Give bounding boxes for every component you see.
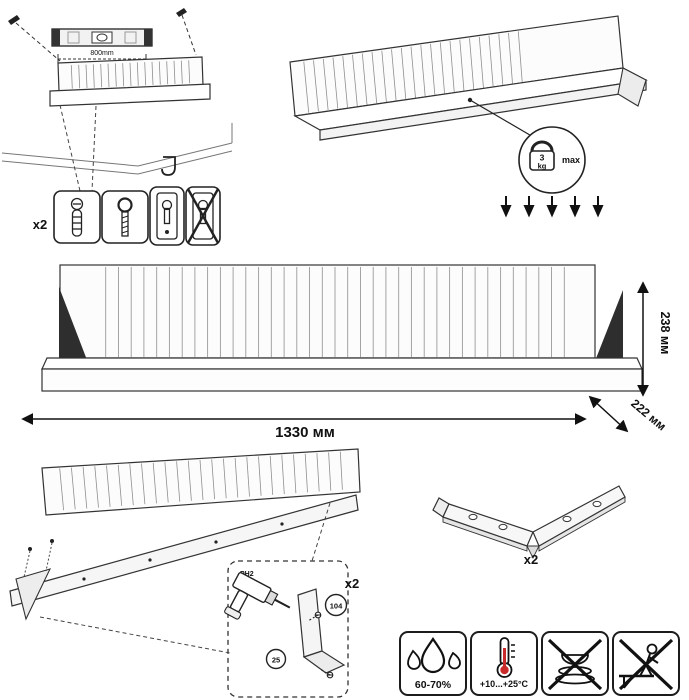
left-bracket <box>59 287 87 360</box>
screw-callout-label: 104 <box>330 602 343 611</box>
care-humidity-box: 60-70% <box>399 631 467 696</box>
right-bracket <box>617 67 647 107</box>
corner-bracket-detail: 104 25 <box>265 588 348 679</box>
load-limit-diagram: 3 kg max <box>289 15 648 218</box>
height-dimension-label: 238 мм <box>658 312 672 355</box>
spirit-level-icon <box>51 28 153 47</box>
panel-slats <box>105 267 565 357</box>
wall-mounting-diagram: 800mm x2 <box>1 8 233 246</box>
depth-dimension-label: 222 мм <box>628 396 669 433</box>
humidity-range-label: 60-70% <box>414 679 452 691</box>
care-temperature-box: +10...+25°C <box>470 631 538 696</box>
shelf-back-panel <box>49 56 211 107</box>
bit-label: PH2 <box>240 571 254 578</box>
care-pictograms: 60-70% +10...+25°C <box>399 631 680 696</box>
shelf-front-view <box>41 264 643 392</box>
left-bracket <box>15 568 52 621</box>
corner-bracket-drawing <box>432 485 626 560</box>
bracket-assembly-diagram: x2 PH2 104 25 <box>9 448 361 698</box>
wall-plug-icon <box>70 197 84 237</box>
hanging-hook-icon <box>161 156 176 176</box>
board-screws <box>82 522 284 581</box>
hardware-qty-label: x2 <box>33 217 47 232</box>
care-no-climbing-box <box>612 631 680 696</box>
assembly-qty-label: x2 <box>345 576 359 591</box>
screw-hook-icon <box>117 197 133 237</box>
shelf-board <box>9 494 359 607</box>
product-dimensions-diagram: 1330 мм 238 мм 222 мм <box>21 264 672 441</box>
temperature-range-label: +10...+25°C <box>479 679 529 689</box>
care-no-dishes-box <box>541 631 609 696</box>
weight-value-label: 3 <box>540 153 545 163</box>
weight-kettlebell-icon: 3 kg <box>529 140 555 171</box>
weight-unit-label: kg <box>538 162 547 171</box>
shelf-top-edge <box>41 357 643 370</box>
shelf-perspective-view <box>289 15 648 141</box>
max-label: max <box>562 155 580 165</box>
load-arrows <box>500 196 604 218</box>
keyhole-plate-icon <box>156 192 178 240</box>
no-dishes-icon <box>547 638 603 691</box>
width-dimension-label: 1330 мм <box>275 424 335 441</box>
bit-callout-label: 25 <box>272 656 280 665</box>
detail-leader-lines <box>39 502 331 654</box>
anchor-distance-label: 800mm <box>90 50 114 57</box>
panel-slats <box>59 451 343 511</box>
height-dimension: 238 мм <box>637 281 672 397</box>
temperature-icon <box>496 637 515 678</box>
panel-slats <box>303 31 523 113</box>
detail-screws <box>307 611 334 679</box>
humidity-icon <box>407 637 461 674</box>
width-dimension: 1330 мм <box>21 413 587 441</box>
wrong-mount-icon <box>186 188 220 244</box>
no-climbing-icon <box>618 638 674 691</box>
bracket-screw-axes <box>23 542 53 578</box>
wall-lines <box>1 123 233 175</box>
detail-frame <box>227 560 349 698</box>
corner-bracket-part: x2 <box>432 485 626 567</box>
shelf-underside-view <box>9 448 361 621</box>
bracket-qty-label: x2 <box>524 552 538 567</box>
hardware-leader-lines <box>59 104 97 192</box>
load-callout: 3 kg max <box>467 97 586 194</box>
depth-dimension: 222 мм <box>588 395 669 434</box>
shelf-front-face <box>41 368 643 392</box>
right-bracket <box>595 290 623 361</box>
drill-icon <box>224 571 291 620</box>
anchor-marks <box>8 8 197 62</box>
panel-slats <box>70 60 191 89</box>
